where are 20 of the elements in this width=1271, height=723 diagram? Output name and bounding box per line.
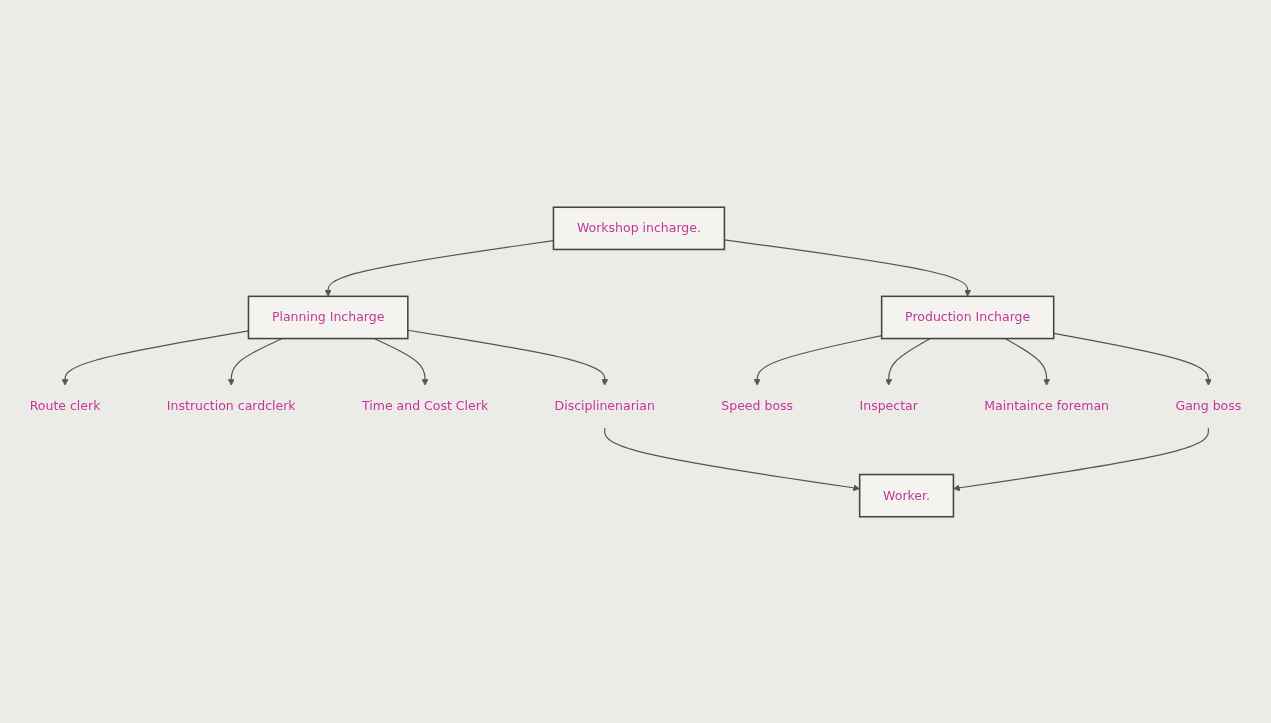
arrow <box>1004 337 1051 386</box>
arrow <box>407 329 609 386</box>
node-text: Time and Cost Clerk <box>362 398 489 414</box>
node-text: Speed boss <box>721 398 794 414</box>
arrow <box>953 426 1209 491</box>
arrow <box>373 337 429 386</box>
node-box: Workshop incharge. <box>552 205 726 250</box>
node-box: Production Incharge <box>880 295 1055 339</box>
node-text: Route clerk <box>29 398 101 414</box>
node-text: Disciplinenarian <box>554 398 655 414</box>
node-text: Maintaince foreman <box>984 398 1110 414</box>
node-text: Inspectar <box>859 398 918 414</box>
arrow <box>227 337 283 386</box>
node-text: Gang boss <box>1175 398 1242 414</box>
arrow <box>885 337 931 386</box>
node-text: Instruction cardclerk <box>166 398 296 414</box>
arrow <box>604 426 860 491</box>
arrow <box>1053 332 1212 386</box>
node-box: Worker. <box>858 473 955 518</box>
node-box: Planning Incharge <box>247 295 409 339</box>
